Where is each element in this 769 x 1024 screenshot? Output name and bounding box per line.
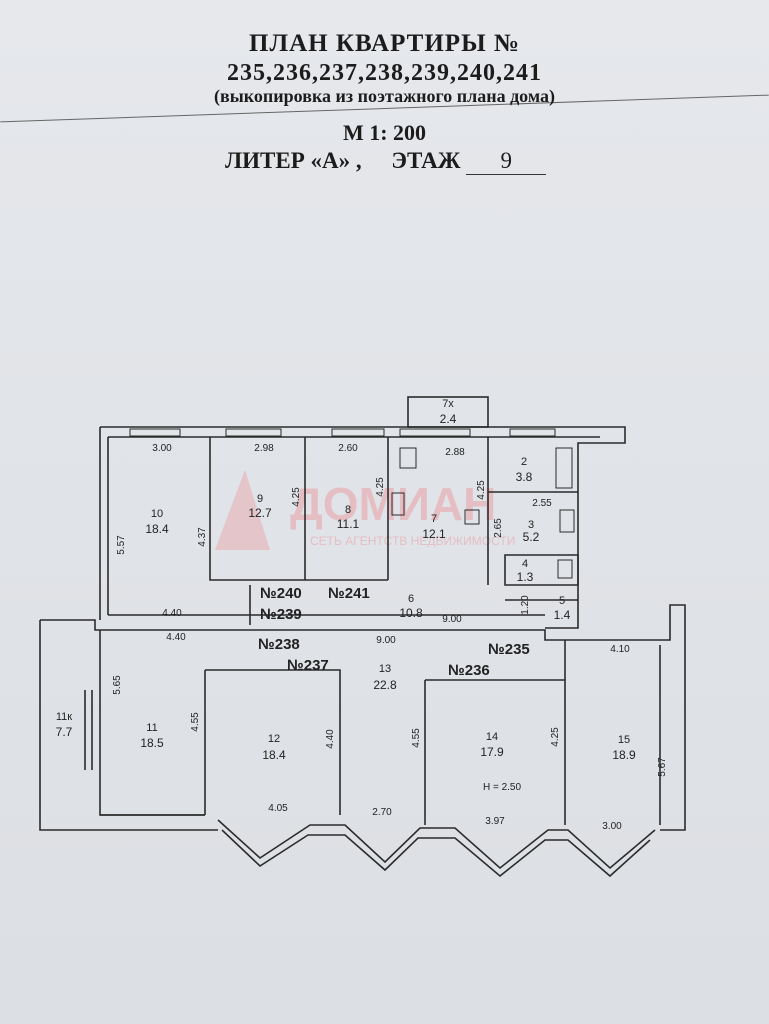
apt-240-label: №240	[260, 585, 302, 602]
dim-label: 9.00	[376, 635, 396, 646]
room-11-num: 11	[146, 722, 157, 734]
document-subtitle: (выкопировка из поэтажного плана дома)	[214, 86, 555, 106]
watermark-name: ДОМИАН	[290, 478, 496, 530]
dim-label: 2.88	[445, 447, 465, 458]
water-heater-icon	[557, 559, 573, 579]
room-13-num: 13	[379, 663, 391, 675]
window-icon	[331, 428, 385, 437]
dim-label: 4.05	[268, 803, 288, 814]
dim-label: 5.67	[657, 757, 668, 777]
room-7-area: 12.1	[422, 527, 446, 541]
apt-236-label: №236	[448, 662, 490, 679]
dim-label: 1.20	[520, 595, 531, 615]
room-6-num: 6	[408, 593, 414, 605]
dim-label: 4.25	[291, 487, 302, 507]
dim-label: 4.37	[197, 527, 208, 547]
room-8-area: 11.1	[337, 517, 360, 531]
apt-235-label: №235	[488, 641, 530, 658]
cabinet-icon	[391, 492, 405, 516]
dim-label: 4.40	[162, 608, 182, 619]
window-icon	[399, 428, 471, 437]
ceiling-height-label: H = 2.50	[483, 782, 522, 793]
room-3-area: 5.2	[523, 530, 540, 544]
dim-label: 4.25	[550, 727, 561, 747]
dim-label: 5.65	[112, 675, 123, 695]
floor-value: 9	[466, 148, 547, 175]
watermark-tagline: СЕТЬ АГЕНТСТВ НЕДВИЖИМОСТИ	[310, 534, 515, 548]
room-7-num: 7	[431, 513, 437, 525]
room-7x-area: 2.4	[440, 412, 457, 426]
dim-label: 4.55	[190, 712, 201, 732]
room-5-num: 5	[559, 595, 565, 607]
toilet-icon	[559, 509, 575, 533]
watermark: ДОМИАН СЕТЬ АГЕНТСТВ НЕДВИЖИМОСТИ	[215, 470, 515, 550]
dim-label: 4.40	[325, 729, 336, 749]
dim-label: 2.55	[532, 498, 552, 509]
room-4-area: 1.3	[517, 570, 534, 584]
dim-label: 4.40	[166, 632, 186, 643]
room-14-area: 17.9	[480, 745, 504, 759]
floor-label: ЭТАЖ	[391, 148, 461, 173]
apt-241-label: №241	[328, 585, 370, 602]
room-4-num: 4	[522, 558, 528, 570]
dim-label: 4.25	[476, 480, 487, 500]
room-9-num: 9	[257, 493, 263, 505]
window-icon	[225, 428, 282, 437]
dim-label: 2.70	[372, 807, 392, 818]
stove-icon	[399, 447, 417, 469]
room-10-num: 10	[151, 508, 163, 520]
dim-label: 9.00	[442, 614, 462, 625]
dim-label: 5.57	[116, 535, 127, 555]
apt-237-label: №237	[287, 657, 329, 674]
room-2-area: 3.8	[516, 470, 533, 484]
dim-label: 3.97	[485, 816, 505, 827]
room-12-area: 18.4	[262, 748, 286, 762]
room-13-area: 22.8	[373, 678, 397, 692]
room-8-num: 8	[345, 504, 351, 516]
fixtures	[391, 447, 575, 579]
dim-label: 2.60	[338, 443, 358, 454]
apartment-labels: №240 №241 №239 №238 №237 №236 №235	[258, 585, 530, 679]
room-15-num: 15	[618, 734, 630, 746]
room-labels: 7х 2.4 2 3.8 3 5.2 4 1.3 5 1.4 6 10.8 7 …	[56, 398, 636, 762]
dim-label: 4.25	[375, 477, 386, 497]
bathtub-icon	[555, 447, 573, 489]
window-icon	[509, 428, 556, 437]
window-icon	[129, 428, 181, 437]
room-9-area: 12.7	[248, 506, 272, 520]
dimension-labels: 3.00 2.98 2.60 2.88 2.55 5.57 4.37 4.25 …	[112, 443, 668, 832]
room-15-area: 18.9	[612, 748, 636, 762]
dim-label: 3.00	[602, 821, 622, 832]
dim-label: 3.00	[152, 443, 172, 454]
room-11-area: 18.5	[140, 736, 164, 750]
dim-label: 4.10	[610, 644, 630, 655]
watermark-logo-icon	[215, 470, 270, 550]
dim-label: 2.98	[254, 443, 274, 454]
apt-238-label: №238	[258, 636, 300, 653]
room-7x-num: 7х	[442, 398, 454, 410]
scale-label: М 1: 200	[342, 120, 427, 145]
room-6-area: 10.8	[399, 606, 423, 620]
document-title: ПЛАН КВАРТИРЫ №	[249, 30, 520, 57]
walls	[39, 396, 686, 878]
room-11k-num: 11к	[56, 711, 72, 723]
room-2-num: 2	[521, 456, 527, 468]
liter-label: ЛИТЕР «А» ,	[225, 148, 362, 173]
room-5-area: 1.4	[554, 608, 571, 622]
room-11k-area: 7.7	[56, 725, 73, 739]
room-12-num: 12	[268, 733, 280, 745]
sink-icon	[464, 509, 480, 525]
liter-floor-line: ЛИТЕР «А» , ЭТАЖ 9	[225, 148, 547, 175]
apartment-numbers: 235,236,237,238,239,240,241	[227, 60, 542, 86]
dim-label: 4.55	[411, 728, 422, 748]
room-10-area: 18.4	[145, 522, 169, 536]
room-14-num: 14	[486, 731, 498, 743]
room-3-num: 3	[528, 519, 534, 531]
apt-239-label: №239	[260, 606, 302, 623]
windows	[129, 428, 556, 437]
dim-label: 2.65	[493, 518, 504, 538]
